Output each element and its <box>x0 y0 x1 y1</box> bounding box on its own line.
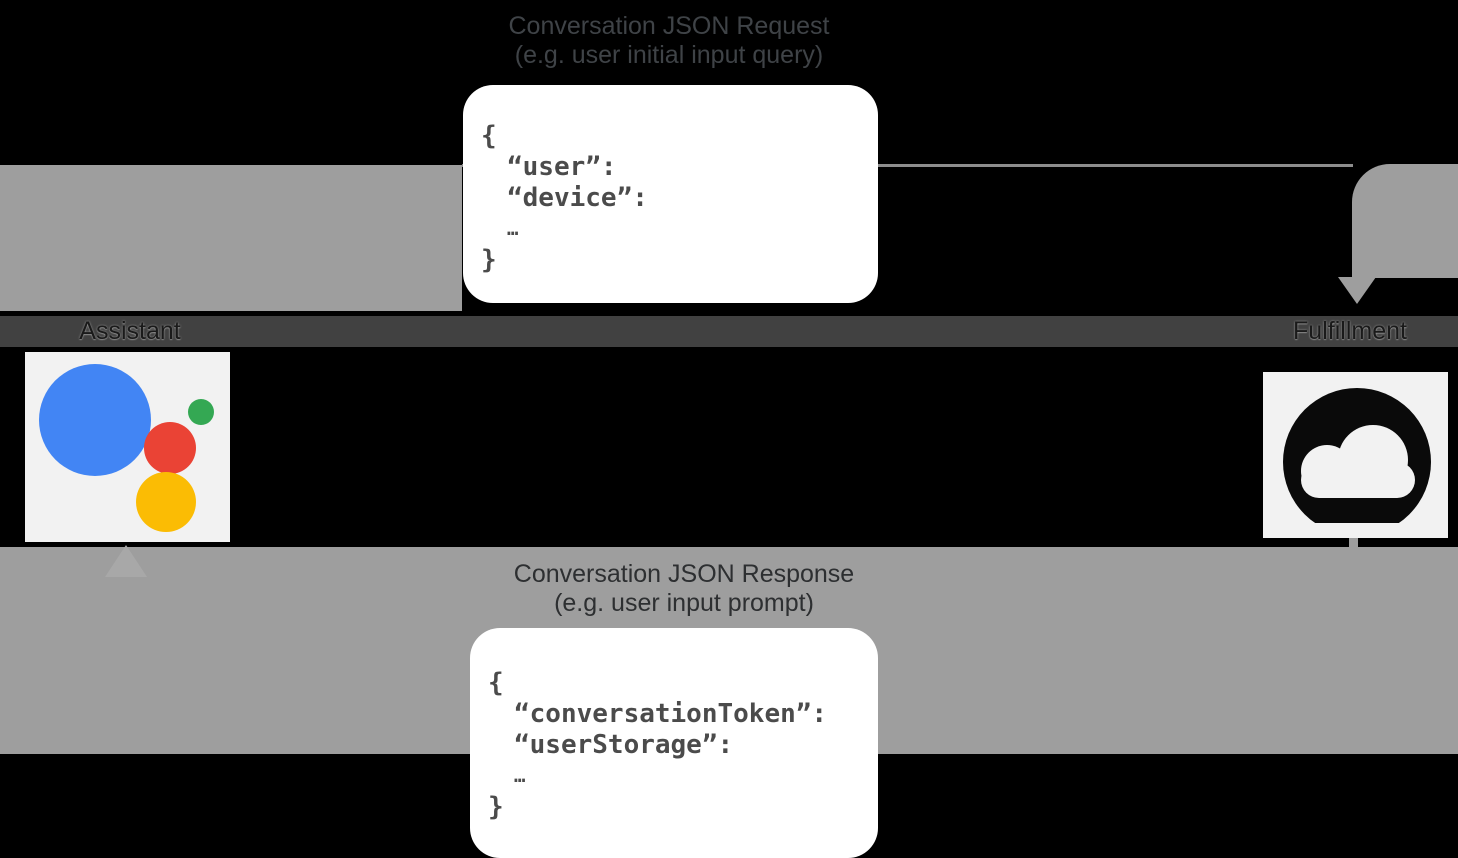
cloud-icon <box>1263 388 1448 538</box>
request-arrow-corner <box>1352 164 1458 278</box>
request-title: Conversation JSON Request (e.g. user ini… <box>419 12 919 70</box>
response-json-box: { “conversationToken”: “userStorage”: … … <box>470 628 878 858</box>
response-title-line2: (e.g. user input prompt) <box>554 589 814 617</box>
request-title-line1: Conversation JSON Request <box>508 12 830 40</box>
code-line: “user”: <box>507 152 617 182</box>
fulfillment-label: Fulfillment <box>1293 317 1407 345</box>
code-line: … <box>514 765 526 787</box>
code-line: “conversationToken”: <box>514 699 828 729</box>
code-line: “userStorage”: <box>514 730 734 760</box>
code-line: … <box>507 218 519 240</box>
request-arrowhead-down-icon <box>1338 277 1376 304</box>
google-assistant-icon <box>39 364 214 532</box>
request-arrow-body <box>0 165 462 311</box>
response-title: Conversation JSON Response (e.g. user in… <box>419 560 949 618</box>
request-title-line2: (e.g. user initial input query) <box>514 41 824 69</box>
request-arrow-line <box>462 164 1353 167</box>
request-json-box: { “user”: “device”: … } <box>463 85 878 303</box>
response-arrowhead-up-icon <box>105 545 147 577</box>
response-arrow-connector <box>1349 538 1358 548</box>
node-label-band: Assistant Fulfillment <box>0 316 1458 347</box>
assistant-node <box>25 352 230 542</box>
code-line: } <box>481 245 497 275</box>
response-title-line1: Conversation JSON Response <box>513 560 855 588</box>
fulfillment-node <box>1263 372 1448 538</box>
code-line: { <box>488 668 504 698</box>
code-line: “device”: <box>507 183 648 213</box>
code-line: { <box>481 121 497 151</box>
code-line: } <box>488 792 504 822</box>
assistant-label: Assistant <box>79 317 181 345</box>
